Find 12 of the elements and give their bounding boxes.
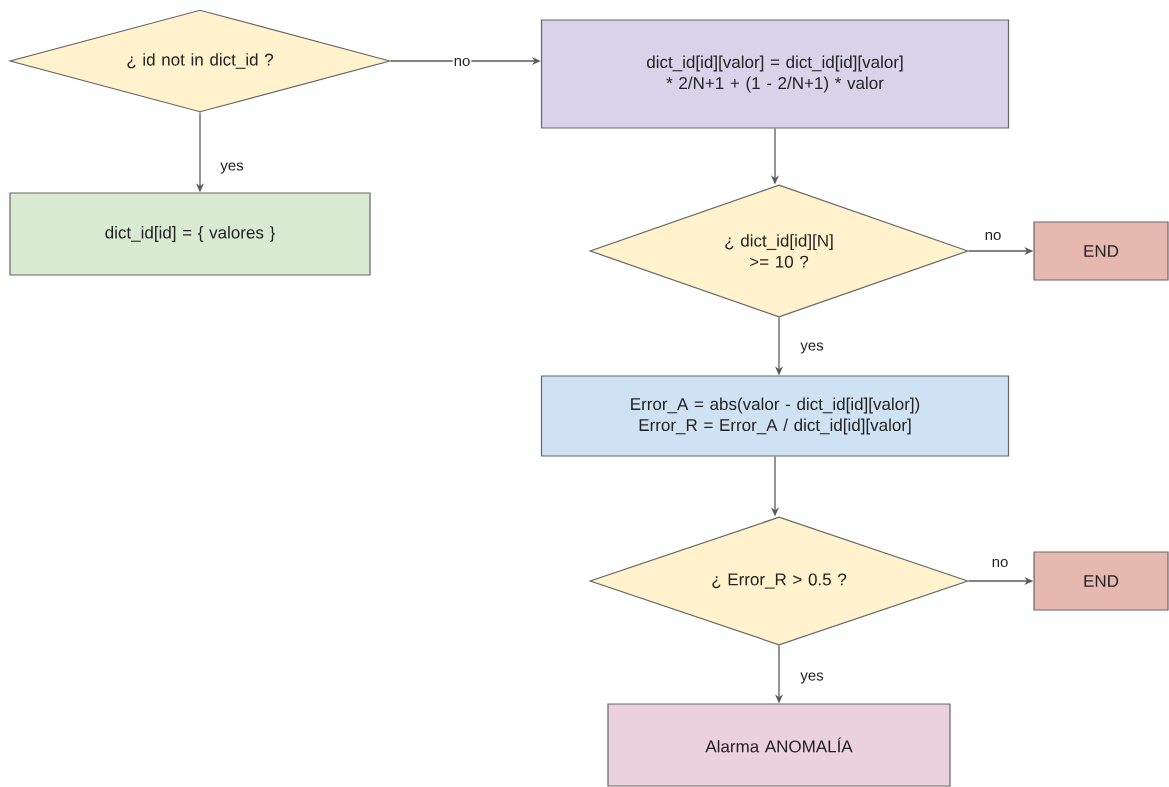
edge-label: yes — [799, 671, 825, 685]
edge-label: no — [983, 230, 1003, 242]
edge-label: yes — [219, 161, 245, 175]
process-box: END — [1033, 551, 1169, 611]
process-box: dict_id[id][valor] = dict_id[id][valor] * 2/N+1 + (1 - 2/N+1) * valor — [540, 19, 1010, 129]
process-box: Error_A = abs(valor - dict_id[id][valor]) Error_R = Error_A / dict_id[id][valor] — [540, 375, 1010, 457]
edge-label: yes — [799, 341, 825, 355]
process-box: END — [1033, 221, 1169, 281]
edge-label: no — [990, 557, 1010, 569]
edge-label: no — [452, 56, 472, 68]
process-box: dict_id[id] = { valores } — [9, 192, 371, 276]
process-box: Alarma ANOMALÍA — [607, 703, 951, 787]
